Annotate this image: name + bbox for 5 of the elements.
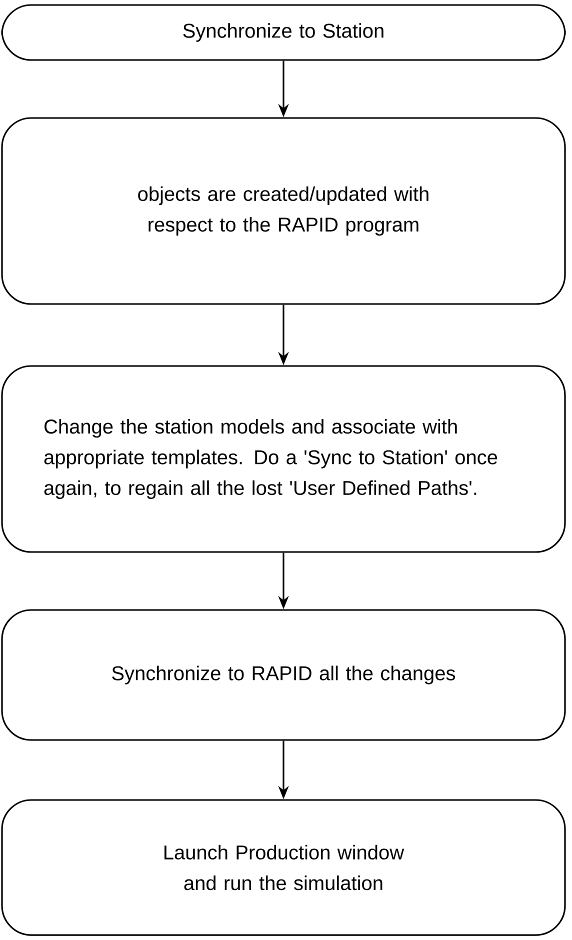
process-box: objects are created/updated with respect to the RAPID program xyxy=(1,117,566,305)
process-box: Launch Production window and run the simulation xyxy=(1,799,566,936)
process-box: Synchronize to RAPID all the changes xyxy=(1,609,566,741)
process-box: Change the station models and associate with appropriate templates. Do a 'Sync to Station' once again, to regain all the lost 'User Defined Paths'. xyxy=(1,365,566,553)
process-box: Synchronize to Station xyxy=(1,4,566,61)
